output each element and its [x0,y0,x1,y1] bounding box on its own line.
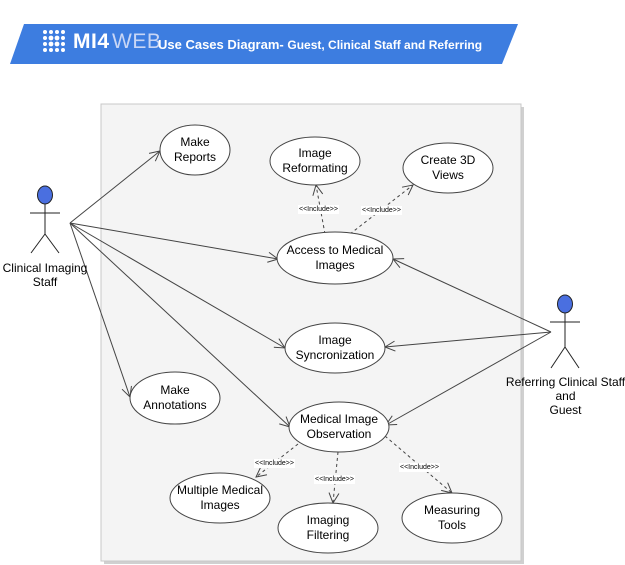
assoc-clinical-make-reports [69,151,160,224]
use-case-text: Medical Image [299,412,379,426]
include-label: <<Include>> [254,459,295,468]
page-subtitle: Guest, Clinical Staff and Referring [287,38,483,52]
use-case-text: Images [200,498,240,512]
use-case-text: Observation [306,427,372,441]
logo-icon [43,30,65,52]
assoc-referring-image-sync [385,331,552,347]
use-case-label-imaging-filtering: Imaging Filtering [278,511,378,545]
use-case-text: Measuring [423,503,481,517]
use-case-multiple-medical-images [169,472,271,524]
use-case-text: Reformating [282,161,348,175]
use-case-label-make-annotations: Make Annotations [130,381,220,415]
actor-head-icon [557,294,573,314]
use-case-text: Make [160,383,190,397]
use-case-access-medical-images [276,231,394,285]
use-case-label-multiple-medical-images: Multiple Medical Images [170,481,270,515]
include-label: <<Include>> [361,206,402,215]
use-case-text: Access to Medical [286,243,384,257]
use-case-text: Image [318,333,352,347]
use-case-label-make-reports: Make Reports [160,133,230,167]
use-case-image-reformating [269,136,361,186]
header-banner-shape [10,24,518,64]
assoc-clinical-make-annotations [69,222,130,397]
actor-label-referring-clinical-staff: Referring Clinical Staff and Guest [503,375,625,417]
assoc-referring-access-images [393,259,552,333]
use-case-text: Annotations [143,398,207,412]
use-case-text: Views [432,168,464,182]
actor-clinical-imaging-staff [30,185,60,254]
use-case-text: Imaging [306,513,350,527]
actor-label-text: Guest [549,403,582,417]
include-label: <<Include>> [399,463,440,472]
use-case-image-syncronization [284,322,386,374]
page-title: Use Cases Diagram- Guest, Clinical Staff… [158,37,482,52]
use-case-label-medical-image-observation: Medical Image Observation [289,410,389,444]
assoc-clinical-access-images [69,222,278,259]
actor-label-text: Clinical Imaging [2,261,88,275]
header-banner: MI4 WEB Use Cases Diagram- Guest, Clinic… [10,24,518,64]
use-case-label-create-3d-views: Create 3D Views [403,151,493,185]
assoc-referring-observation [386,331,552,425]
use-case-text: Filtering [306,528,350,542]
use-case-measuring-tools [401,492,503,544]
use-case-label-image-reformating: Image Reformating [270,144,360,178]
include-access-3d-views [349,185,413,235]
use-case-imaging-filtering [277,502,379,554]
use-case-text: Syncronization [295,348,375,362]
actor-label-clinical-imaging-staff: Clinical Imaging Staff [0,261,90,289]
use-case-text: Create 3D [420,153,476,167]
actor-head-icon [37,185,53,205]
actor-referring-clinical-staff-guest [550,294,580,369]
page-title-main: Use Cases Diagram- [158,37,284,52]
use-case-text: Tools [437,518,466,532]
use-case-text: Images [315,258,355,272]
logo-text-main: MI4 [73,30,110,53]
use-case-make-reports [159,124,231,176]
use-case-text: Image [298,146,332,160]
use-case-label-image-syncronization: Image Syncronization [285,331,385,365]
assoc-clinical-observation [69,222,290,427]
use-case-label-measuring-tools: Measuring Tools [402,501,502,535]
assoc-clinical-image-sync [69,222,285,348]
use-case-medical-image-observation [288,401,390,453]
use-case-make-annotations [129,371,221,425]
include-label: <<Include>> [298,205,339,214]
use-case-text: Make [180,135,210,149]
include-label: <<Include>> [314,475,355,484]
use-case-text: Reports [173,150,217,164]
use-case-text: Multiple Medical [176,483,264,497]
actor-label-text: and [555,389,576,403]
logo-text-secondary: WEB [112,30,162,53]
use-case-create-3d-views [402,142,494,194]
actor-label-text: Staff [32,275,58,289]
use-case-label-access-medical-images: Access to Medical Images [277,241,393,275]
actor-label-text: Referring Clinical Staff [505,375,625,389]
